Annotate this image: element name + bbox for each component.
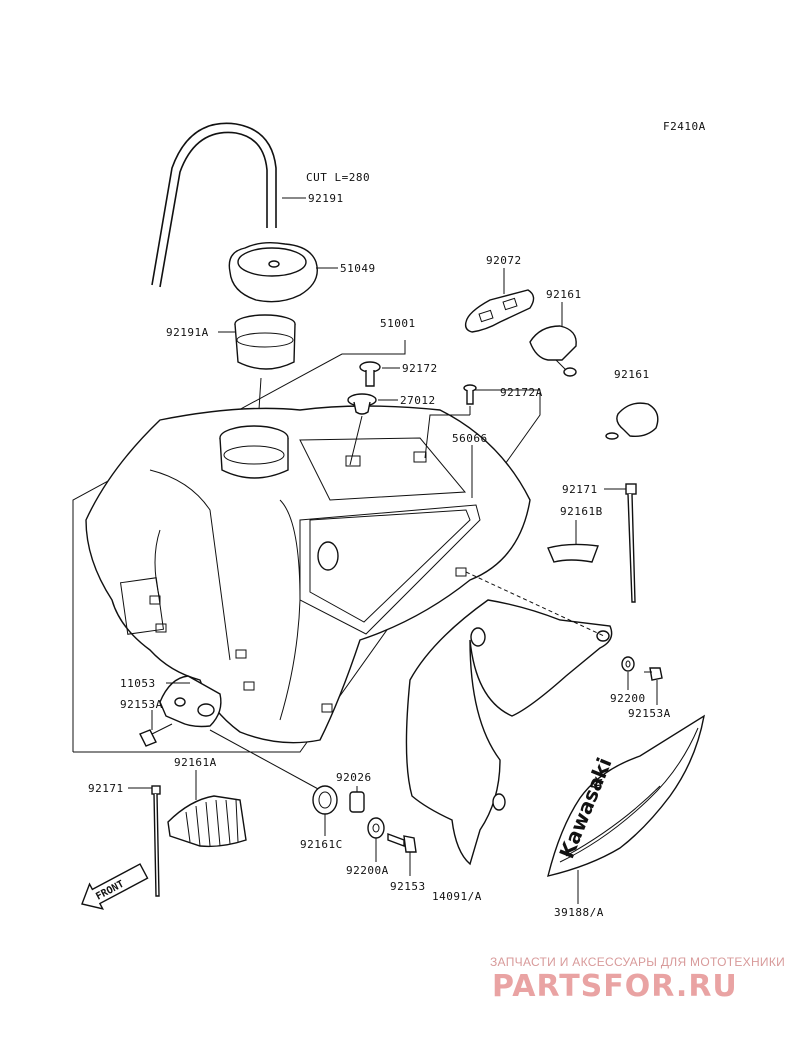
leader-92172A-b [424, 414, 470, 459]
part-label-92191: 92191 [308, 192, 344, 205]
damper-27012 [347, 393, 377, 415]
strap-92072 [464, 289, 535, 333]
figure-code: F2410A [663, 120, 706, 133]
tap-bracket-11053 [159, 675, 222, 728]
part-label-39188A: 39188/A [554, 906, 604, 919]
part-label-92153A-left: 92153A [120, 698, 163, 711]
part-label-14091A: 14091/A [432, 890, 482, 903]
part-label-92172: 92172 [402, 362, 438, 375]
pad-92161A [167, 795, 247, 848]
part-label-92171-a: 92171 [562, 483, 598, 496]
decal-model-text: KX [591, 776, 606, 791]
decal-39188A: Kawasaki KX [547, 714, 705, 877]
part-label-27012: 27012 [400, 394, 436, 407]
watermark-tagline: ЗАПЧАСТИ И АКСЕССУАРЫ ДЛЯ МОТОТЕХНИКИ [490, 955, 785, 969]
bolt-92153A-right [644, 667, 663, 681]
bolt-92153 [387, 832, 417, 853]
leader-27012-down [349, 415, 363, 466]
assembly-bracket-left [72, 340, 406, 752]
cut-note: CUT L=280 [306, 171, 370, 184]
breather-hose [151, 122, 277, 288]
leader-bracket-to-grommet [209, 729, 321, 791]
screw-92172 [359, 361, 381, 387]
part-label-92191A: 92191A [166, 326, 209, 339]
cable-tie-92171-left [151, 785, 161, 897]
part-label-92200: 92200 [610, 692, 646, 705]
washer-92200A [367, 817, 385, 839]
part-label-92026: 92026 [336, 771, 372, 784]
grommet-92161C [312, 785, 338, 815]
part-label-92200A: 92200A [346, 864, 389, 877]
part-label-92161A: 92161A [174, 756, 217, 769]
part-label-51049: 51049 [340, 262, 376, 275]
clamp-92161-upper [529, 325, 577, 377]
filler-ring [234, 314, 296, 370]
part-label-92153: 92153 [390, 880, 426, 893]
part-label-92072: 92072 [486, 254, 522, 267]
washer-92200 [621, 656, 635, 672]
part-label-92153A-right: 92153A [628, 707, 671, 720]
leader-mount-dashed [465, 571, 605, 637]
part-label-92161C: 92161C [300, 838, 343, 851]
part-label-11053: 11053 [120, 677, 156, 690]
part-label-56066: 56066 [452, 432, 488, 445]
part-label-92161B: 92161B [560, 505, 603, 518]
bolt-92153A-left [139, 723, 173, 747]
cable-tie-92171-right [625, 483, 637, 603]
part-label-92161-b: 92161 [614, 368, 650, 381]
part-label-92171-b: 92171 [88, 782, 124, 795]
part-label-92161-a: 92161 [546, 288, 582, 301]
side-cover-14091A [405, 599, 613, 866]
assembly-bracket-right [73, 389, 541, 753]
fuel-tank [85, 405, 531, 744]
collar-92026 [349, 791, 365, 813]
watermark-brand: PARTSFOR.RU [492, 969, 738, 1004]
part-label-51001: 51001 [380, 317, 416, 330]
screw-92172A [463, 384, 477, 405]
part-label-92172A: 92172A [500, 386, 543, 399]
fuel-cap [228, 241, 318, 303]
front-arrow: FRONT [81, 863, 149, 910]
pad-92161B [547, 543, 599, 563]
clamp-92161-lower [605, 402, 659, 440]
